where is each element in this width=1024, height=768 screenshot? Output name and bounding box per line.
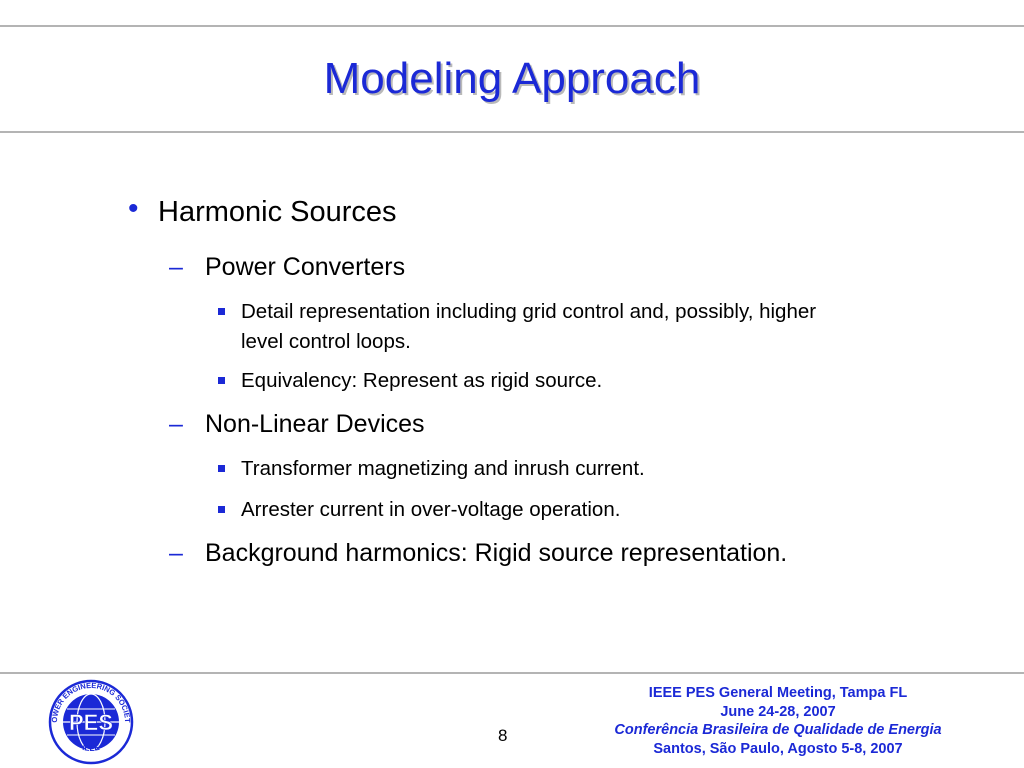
detail-text: Detail representation including grid con… (241, 300, 817, 353)
dash-bullet-icon: – (169, 253, 183, 281)
footer-conference-info: IEEE PES General Meeting, Tampa FL June … (560, 684, 996, 758)
footer-line-3: Conferência Brasileira de Qualidade de E… (614, 722, 942, 738)
footer-line-1: IEEE PES General Meeting, Tampa FL (648, 685, 908, 701)
square-bullet-icon (218, 506, 225, 513)
footer-line-2: June 24-28, 2007 (720, 703, 836, 720)
title-divider (0, 131, 1024, 133)
detail-item: Transformer magnetizing and inrush curre… (218, 454, 861, 484)
sub-bullet-text: Background harmonics: Rigid source repre… (205, 539, 788, 567)
square-bullet-icon (218, 377, 225, 384)
logo-ring-bottom-text: IEEE (81, 743, 101, 753)
footer-line-4: Santos, São Paulo, Agosto 5-8, 2007 (653, 740, 903, 757)
round-bullet-icon: • (128, 192, 139, 225)
sub-bullet-text: Non-Linear Devices (205, 410, 425, 438)
detail-text: Equivalency: Represent as rigid source. (241, 369, 603, 392)
slide-title: Modeling Approach (323, 54, 701, 103)
dash-bullet-icon: – (169, 410, 183, 438)
bullet-harmonic-sources: • Harmonic Sources (128, 192, 397, 229)
detail-item: Detail representation including grid con… (218, 297, 861, 357)
logo-center-text: PES (69, 710, 113, 735)
sub-bullet-background-harmonics: – Background harmonics: Rigid source rep… (169, 539, 788, 568)
top-divider (0, 25, 1024, 27)
pes-logo-icon: PES POWER ENGINEERING SOCIETY IEEE (45, 679, 134, 765)
detail-item: Arrester current in over-voltage operati… (218, 495, 861, 525)
footer-divider (0, 672, 1024, 674)
page-number: 8 (498, 726, 508, 745)
detail-text: Transformer magnetizing and inrush curre… (241, 457, 645, 480)
sub-bullet-text: Power Converters (205, 253, 406, 281)
detail-item: Equivalency: Represent as rigid source. (218, 366, 861, 396)
detail-text: Arrester current in over-voltage operati… (241, 498, 621, 521)
svg-text:IEEE: IEEE (81, 743, 101, 753)
dash-bullet-icon: – (169, 539, 183, 567)
square-bullet-icon (218, 308, 225, 315)
sub-bullet-power-converters: – Power Converters (169, 253, 406, 282)
sub-bullet-nonlinear-devices: – Non-Linear Devices (169, 410, 425, 439)
bullet-text: Harmonic Sources (158, 196, 397, 228)
square-bullet-icon (218, 465, 225, 472)
